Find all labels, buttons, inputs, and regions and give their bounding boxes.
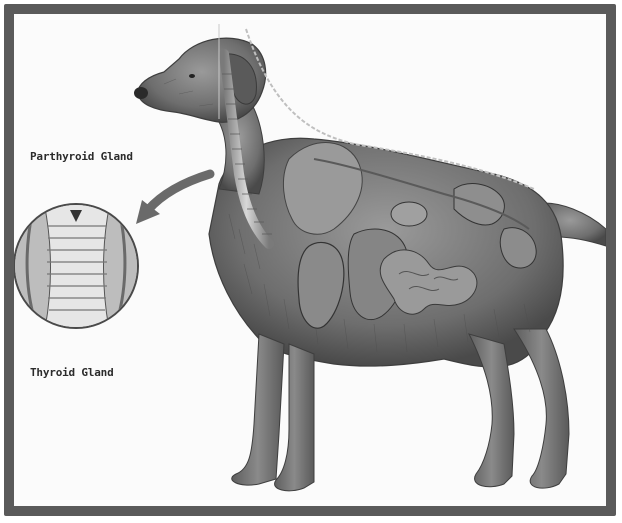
stomach (391, 202, 427, 226)
dog-anatomy-illustration (14, 14, 606, 506)
dog-nose (134, 87, 148, 99)
illustration-panel: Parthyroid Gland Thyroid Gland (14, 14, 606, 506)
pointer-arrow (148, 174, 210, 210)
illustration-frame: Parthyroid Gland Thyroid Gland (4, 4, 616, 516)
parathyroid-gland-label: Parthyroid Gland (30, 150, 133, 163)
thyroid-gland-label: Thyroid Gland (30, 366, 114, 379)
thyroid-magnified-inset (14, 194, 138, 334)
dog-front-leg-left (232, 334, 284, 485)
dog-eye (189, 74, 195, 78)
